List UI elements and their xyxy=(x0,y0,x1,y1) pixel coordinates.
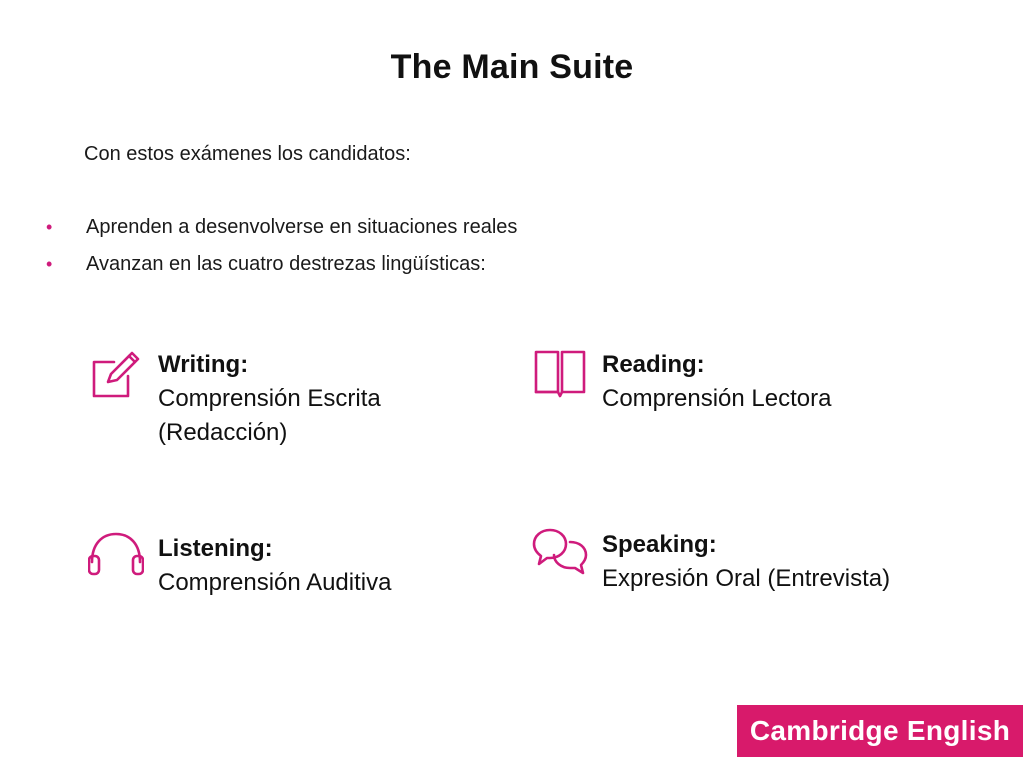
skill-text: Writing: Comprensión Escrita (Redacción) xyxy=(158,348,381,450)
skill-text: Listening: Comprensión Auditiva xyxy=(158,532,391,600)
pencil-paper-icon xyxy=(92,351,140,398)
bullet-item: • Avanzan en las cuatro destrezas lingüí… xyxy=(44,249,517,286)
slide-title: The Main Suite xyxy=(390,48,634,86)
skill-desc: Comprensión Escrita xyxy=(158,385,381,412)
skill-desc: (Redacción) xyxy=(158,419,288,446)
cambridge-english-logo: Cambridge English xyxy=(737,705,1023,757)
bullet-icon: • xyxy=(46,254,53,274)
bullet-text: Avanzan en las cuatro destrezas lingüíst… xyxy=(86,253,486,275)
skill-desc: Expresión Oral (Entrevista) xyxy=(602,565,891,592)
bullet-text: Aprenden a desenvolverse en situaciones … xyxy=(86,216,518,238)
open-book-icon xyxy=(534,350,586,398)
intro-text: Con estos exámenes los candidatos: xyxy=(84,143,411,165)
skill-desc: Comprensión Auditiva xyxy=(158,569,392,596)
skill-name: Writing: xyxy=(158,351,249,378)
skill-name: Reading: xyxy=(602,351,705,378)
skill-desc: Comprensión Lectora xyxy=(602,385,832,412)
headphones-icon xyxy=(88,532,144,576)
skill-name: Listening: xyxy=(158,535,273,562)
bullet-icon: • xyxy=(46,217,53,237)
bullet-item: • Aprenden a desenvolverse en situacione… xyxy=(44,212,517,249)
skill-text: Speaking: Expresión Oral (Entrevista) xyxy=(602,528,890,596)
skill-name: Speaking: xyxy=(602,531,717,558)
speech-bubbles-icon xyxy=(532,528,588,575)
bullet-list: • Aprenden a desenvolverse en situacione… xyxy=(44,212,517,286)
skill-text: Reading: Comprensión Lectora xyxy=(602,348,831,416)
